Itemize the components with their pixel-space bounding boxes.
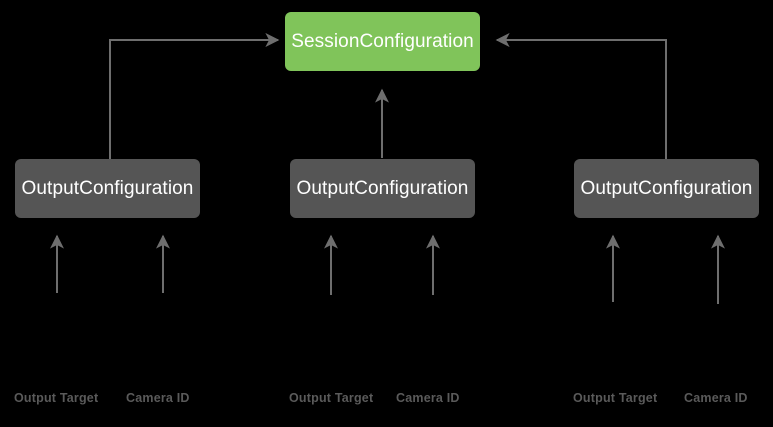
- node-output-configuration-left[interactable]: OutputConfiguration: [15, 159, 200, 218]
- leaf-label-middle-output-target: Output Target: [289, 391, 374, 405]
- leaf-label-left-camera-id: Camera ID: [126, 391, 190, 405]
- node-output-configuration-middle[interactable]: OutputConfiguration: [290, 159, 475, 218]
- leaf-label-right-camera-id: Camera ID: [684, 391, 748, 405]
- leaf-label-right-output-target: Output Target: [573, 391, 658, 405]
- node-session-configuration[interactable]: SessionConfiguration: [285, 12, 480, 71]
- leaf-label-left-output-target: Output Target: [14, 391, 99, 405]
- edge-left-output-to-session: [109, 33, 280, 159]
- leaf-label-middle-camera-id: Camera ID: [396, 391, 460, 405]
- edge-right-output-to-session: [495, 33, 667, 159]
- node-output-configuration-right[interactable]: OutputConfiguration: [574, 159, 759, 218]
